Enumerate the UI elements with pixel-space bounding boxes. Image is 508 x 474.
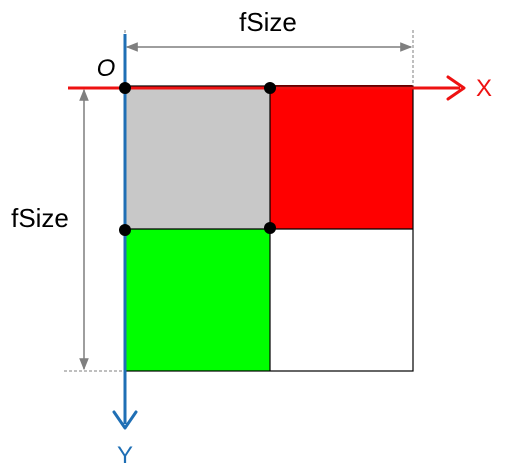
point-top-left (119, 82, 131, 94)
y-axis-arrowhead (112, 410, 138, 430)
point-middle-left (119, 224, 131, 236)
bottom-left-cell (125, 229, 270, 371)
x-axis-arrowhead (446, 75, 466, 101)
height-dimension-label: fSize (11, 203, 69, 233)
top-left-cell (125, 88, 270, 229)
x-axis-label: X (476, 75, 492, 102)
width-dimension-label: fSize (239, 7, 297, 37)
origin-label: O (97, 55, 116, 82)
point-top-middle (264, 82, 276, 94)
point-center (264, 222, 276, 234)
bottom-right-cell (270, 229, 413, 371)
y-axis-label: Y (117, 442, 133, 469)
top-right-cell (270, 85, 413, 229)
